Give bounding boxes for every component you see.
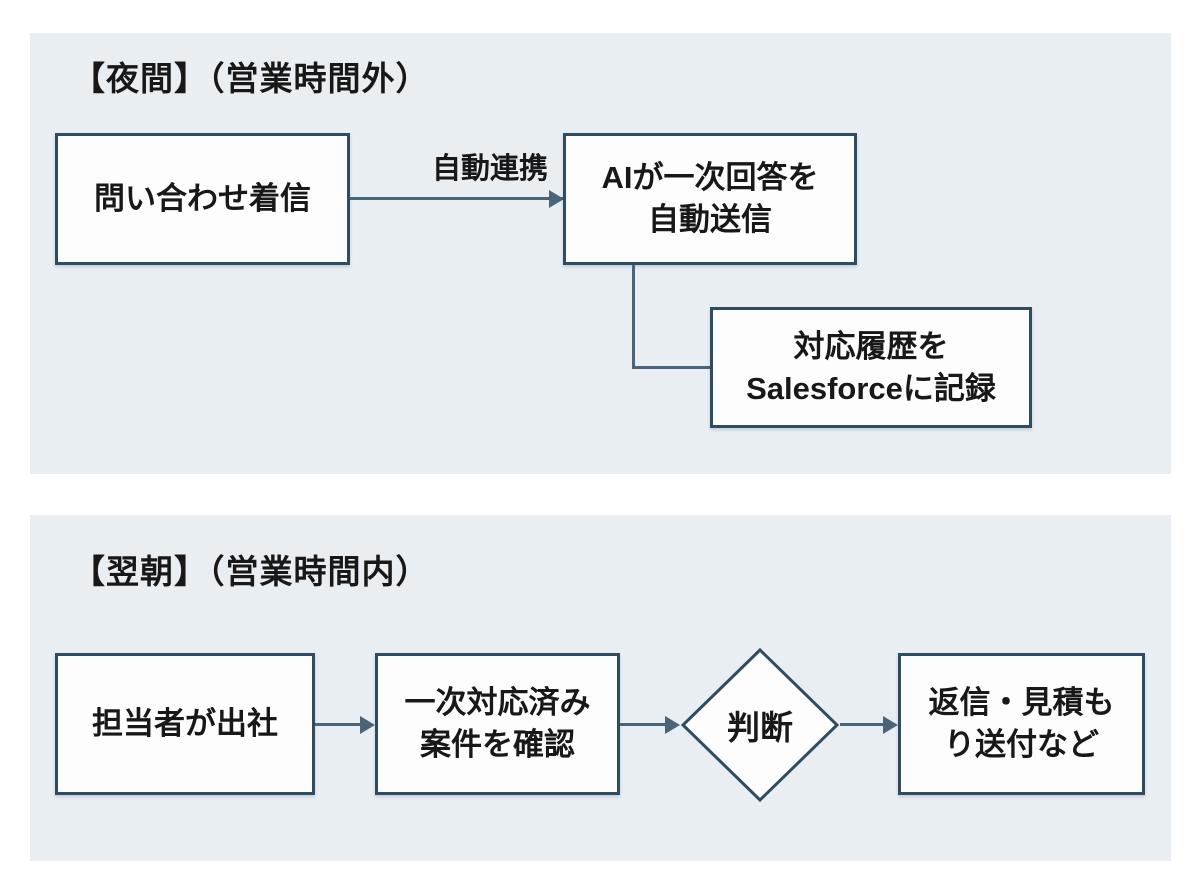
- ai-first-reply-box: AIが一次回答を 自動送信: [563, 133, 857, 265]
- connector-line: [350, 197, 569, 200]
- night-panel: 【夜間】（営業時間外） 問い合わせ着信 自動連携 AIが一次回答を 自動送信 対…: [30, 33, 1171, 474]
- arrow-right-icon: [883, 716, 898, 734]
- send-reply-quote-box: 返信・見積も り送付など: [898, 653, 1145, 795]
- connector-line: [632, 366, 710, 369]
- arrow-right-icon: [549, 190, 564, 208]
- diamond-shape-icon: [680, 647, 840, 803]
- decision-label: 判断: [727, 709, 793, 746]
- morning-panel-title: 【翌朝】（営業時間内）: [72, 553, 430, 590]
- auto-link-edge-label: 自動連携: [431, 153, 548, 185]
- salesforce-history-box: 対応履歴を Salesforceに記録: [710, 307, 1032, 428]
- arrow-right-icon: [360, 716, 375, 734]
- connector-line: [620, 723, 666, 726]
- decision-diamond: 判断: [680, 647, 840, 803]
- inquiry-received-box: 問い合わせ着信: [55, 133, 350, 265]
- staff-arrives-box: 担当者が出社: [55, 653, 315, 795]
- connector-line: [315, 723, 361, 726]
- morning-panel: 【翌朝】（営業時間内） 担当者が出社 一次対応済み 案件を確認 判断 返信・見積…: [30, 515, 1171, 861]
- connector-line: [840, 723, 884, 726]
- arrow-right-icon: [665, 716, 680, 734]
- check-handled-cases-box: 一次対応済み 案件を確認: [375, 653, 620, 795]
- night-panel-title: 【夜間】（営業時間外）: [72, 60, 430, 97]
- connector-line: [632, 265, 635, 369]
